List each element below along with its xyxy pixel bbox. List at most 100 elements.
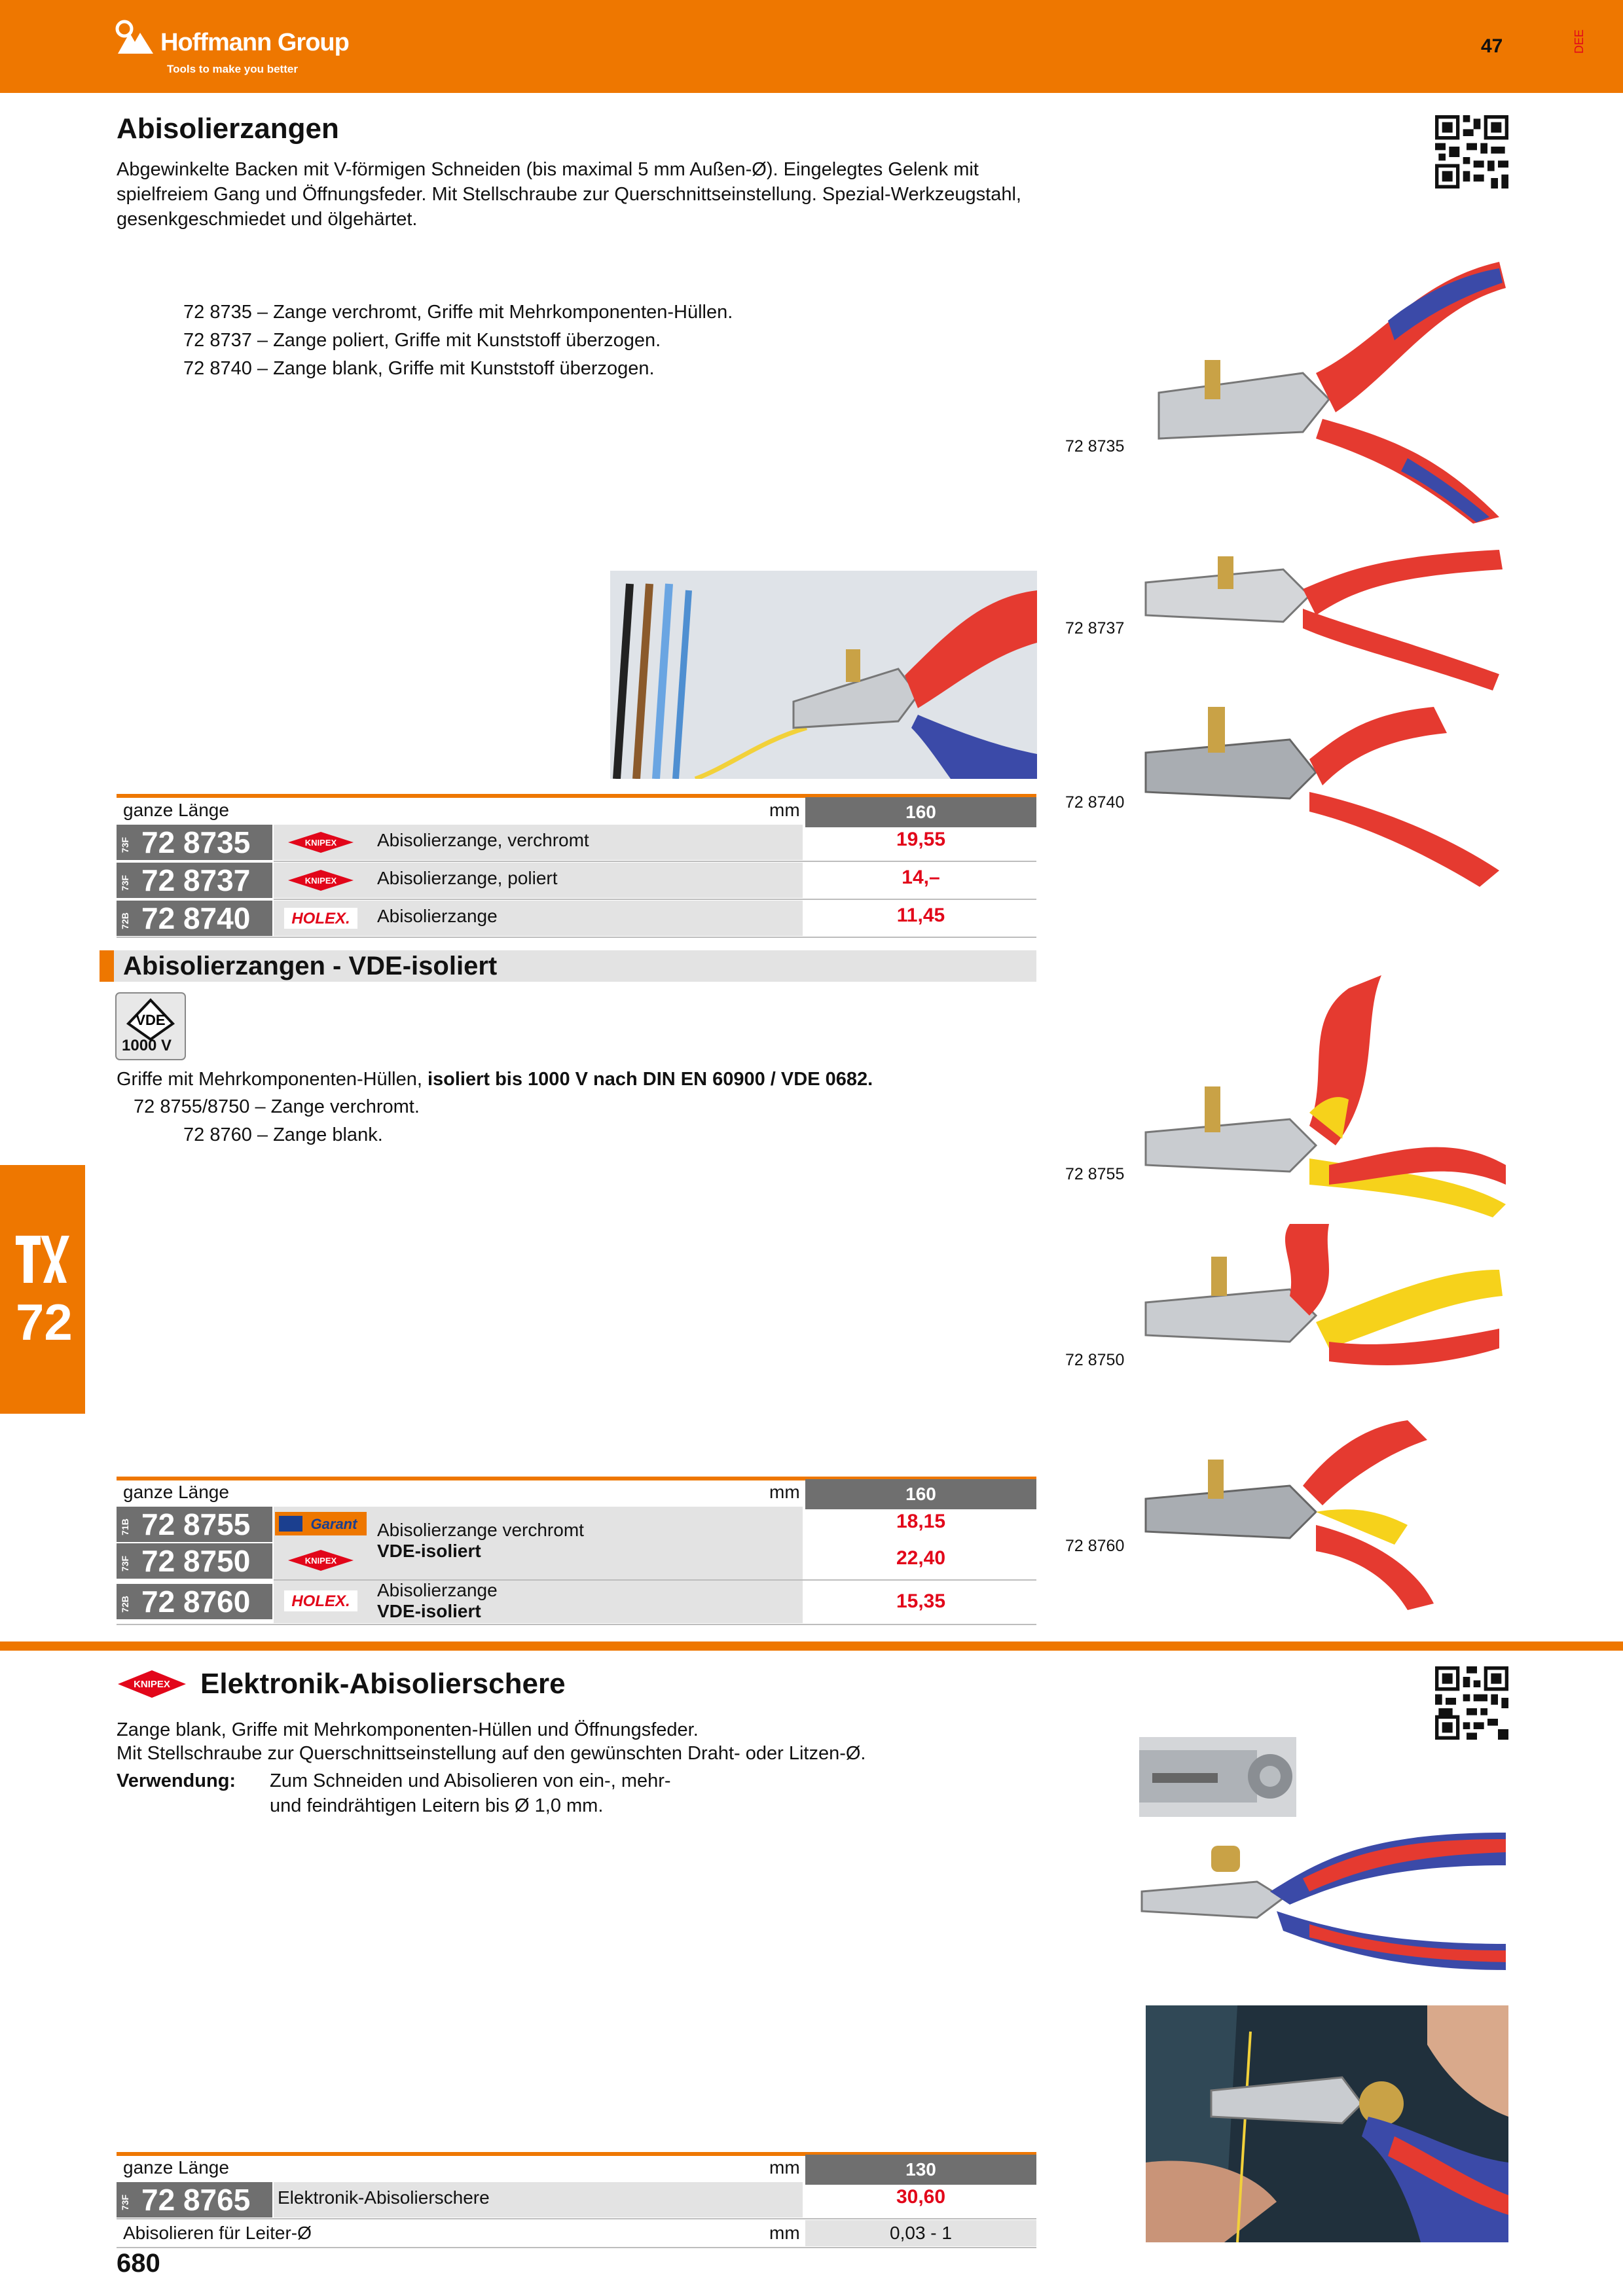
price: 11,45 — [896, 905, 945, 926]
list-item: 72 8755/8750 – Zange verchromt. — [134, 1096, 420, 1117]
table-top-rule — [117, 2152, 1036, 2156]
image-caption: 72 8755 — [1065, 1165, 1125, 1183]
table-header-value: 160 — [805, 797, 1036, 827]
logo-text: Hoffmann Group — [160, 29, 350, 56]
svg-text:HOLEX.: HOLEX. — [291, 910, 350, 927]
chapter-tab[interactable] — [0, 1165, 85, 1414]
list-item: 72 8760 – Zange blank. — [183, 1124, 383, 1145]
usage-photo-wires — [610, 571, 1037, 779]
list-item: 72 8740 – Zange blank, Griffe mit Kunsts… — [183, 358, 655, 379]
chapter-number: 72 — [16, 1293, 73, 1351]
table-header-value: 160 — [805, 1479, 1036, 1509]
knipex-logo-icon: KNIPEX — [288, 870, 354, 891]
language-code: DEE — [1573, 29, 1586, 54]
table-header-unit: mm — [769, 1482, 800, 1502]
usage-line2: und feindrähtigen Leitern bis Ø 1,0 mm. — [270, 1795, 604, 1816]
spec-unit: mm — [769, 2223, 800, 2243]
knipex-logo-icon: KNIPEX — [288, 1550, 354, 1571]
row-divider — [274, 1579, 1036, 1581]
price: 15,35 — [896, 1590, 946, 1612]
pliers-chapter-icon — [16, 1236, 69, 1283]
page-header — [0, 0, 1623, 93]
image-caption: 72 8737 — [1065, 619, 1125, 637]
item-description: VDE-isoliert — [377, 1541, 481, 1561]
item-description: Abisolierzange — [377, 1580, 498, 1600]
section3-line1: Zange blank, Griffe mit Mehrkomponenten-… — [117, 1719, 699, 1740]
section-accent — [100, 950, 114, 982]
table-header-value: 130 — [805, 2155, 1036, 2185]
pliers-image-728735 — [1158, 262, 1506, 524]
svg-text:HOLEX.: HOLEX. — [291, 1592, 350, 1610]
row-divider — [117, 2247, 1036, 2248]
table-header-label: ganze Länge — [123, 800, 229, 820]
hoffmann-logo-icon — [115, 20, 153, 54]
holex-logo-icon: HOLEX. — [284, 908, 357, 929]
vde-badge-text: 1000 V — [122, 1037, 172, 1054]
price: 19,55 — [896, 829, 946, 850]
usage-photo-hand — [1146, 2005, 1508, 2242]
section2-title-bar — [100, 950, 1036, 982]
table-row — [274, 901, 803, 936]
page-number-top: 47 — [1481, 35, 1503, 57]
spec-value: 0,03 - 1 — [805, 2220, 1036, 2246]
table-top-rule — [117, 1477, 1036, 1480]
pliers-image-728760 — [1144, 1420, 1434, 1610]
page-number: 680 — [117, 2249, 160, 2278]
item-description: Abisolierzange — [377, 906, 498, 926]
list-item: 72 8735 – Zange verchromt, Griffe mit Me… — [183, 302, 733, 323]
price: 18,15 — [896, 1511, 946, 1532]
svg-text:KNIPEX: KNIPEX — [134, 1679, 170, 1690]
item-description: Elektronik-Abisolierschere — [278, 2187, 490, 2208]
section1-intro: Abgewinkelte Backen mit V-förmigen Schne… — [117, 159, 1021, 230]
item-description: Abisolierzange verchromt — [377, 1520, 584, 1540]
svg-text:KNIPEX: KNIPEX — [305, 838, 337, 848]
knipex-brand-logo-icon: KNIPEX — [118, 1670, 186, 1698]
section-divider — [0, 1641, 1623, 1651]
table-header-label: ganze Länge — [123, 1482, 229, 1502]
section-title-abisolierzangen: Abisolierzangen — [117, 113, 339, 145]
price: 14,– — [902, 867, 940, 888]
pliers-image-728750 — [1144, 1224, 1503, 1365]
section3-line2: Mit Stellschraube zur Querschnittseinste… — [117, 1743, 866, 1764]
qr-code-icon[interactable] — [1435, 1666, 1508, 1740]
table-top-rule — [117, 794, 1036, 798]
table-header-unit: mm — [769, 2157, 800, 2178]
item-description: VDE-isoliert — [377, 1601, 481, 1621]
usage-line1: Zum Schneiden und Abisolieren von ein-, … — [270, 1770, 671, 1791]
svg-text:KNIPEX: KNIPEX — [305, 1556, 337, 1566]
pliers-image-728765 — [1140, 1833, 1506, 1970]
usage-label: Verwendung: — [117, 1770, 236, 1791]
vde-1000v-badge-icon: VDE — [115, 992, 186, 1060]
image-caption: 72 8750 — [1065, 1351, 1125, 1369]
row-divider — [117, 2218, 1036, 2219]
section-title-elektronik: Elektronik-Abisolierschere — [200, 1668, 566, 1700]
item-description: Abisolierzange, poliert — [377, 868, 558, 888]
holex-logo-icon: HOLEX. — [284, 1590, 357, 1611]
qr-code-icon[interactable] — [1435, 115, 1508, 188]
svg-text:Garant: Garant — [311, 1516, 359, 1532]
price: 22,40 — [896, 1547, 946, 1569]
section2-intro: Griffe mit Mehrkomponenten-Hüllen, isoli… — [117, 1069, 873, 1090]
row-divider — [274, 861, 1036, 862]
garant-logo-icon: Garant — [275, 1512, 367, 1535]
section1-list: 72 8735 – Zange verchromt, Griffe mit Me… — [183, 298, 733, 383]
svg-text:KNIPEX: KNIPEX — [305, 876, 337, 886]
pliers-image-728755 — [1144, 975, 1506, 1217]
list-item: 72 8737 – Zange poliert, Griffe mit Kuns… — [183, 330, 661, 351]
row-divider — [117, 1624, 1036, 1625]
table-row — [274, 825, 803, 860]
logo-tagline: Tools to make you better — [167, 63, 298, 75]
row-divider — [274, 899, 1036, 900]
knipex-logo-icon: KNIPEX — [288, 832, 354, 853]
pliers-image-728740 — [1144, 707, 1499, 887]
table-row — [274, 863, 803, 898]
price: 30,60 — [896, 2186, 946, 2208]
section-title-vde: Abisolierzangen - VDE-isoliert — [123, 952, 498, 980]
